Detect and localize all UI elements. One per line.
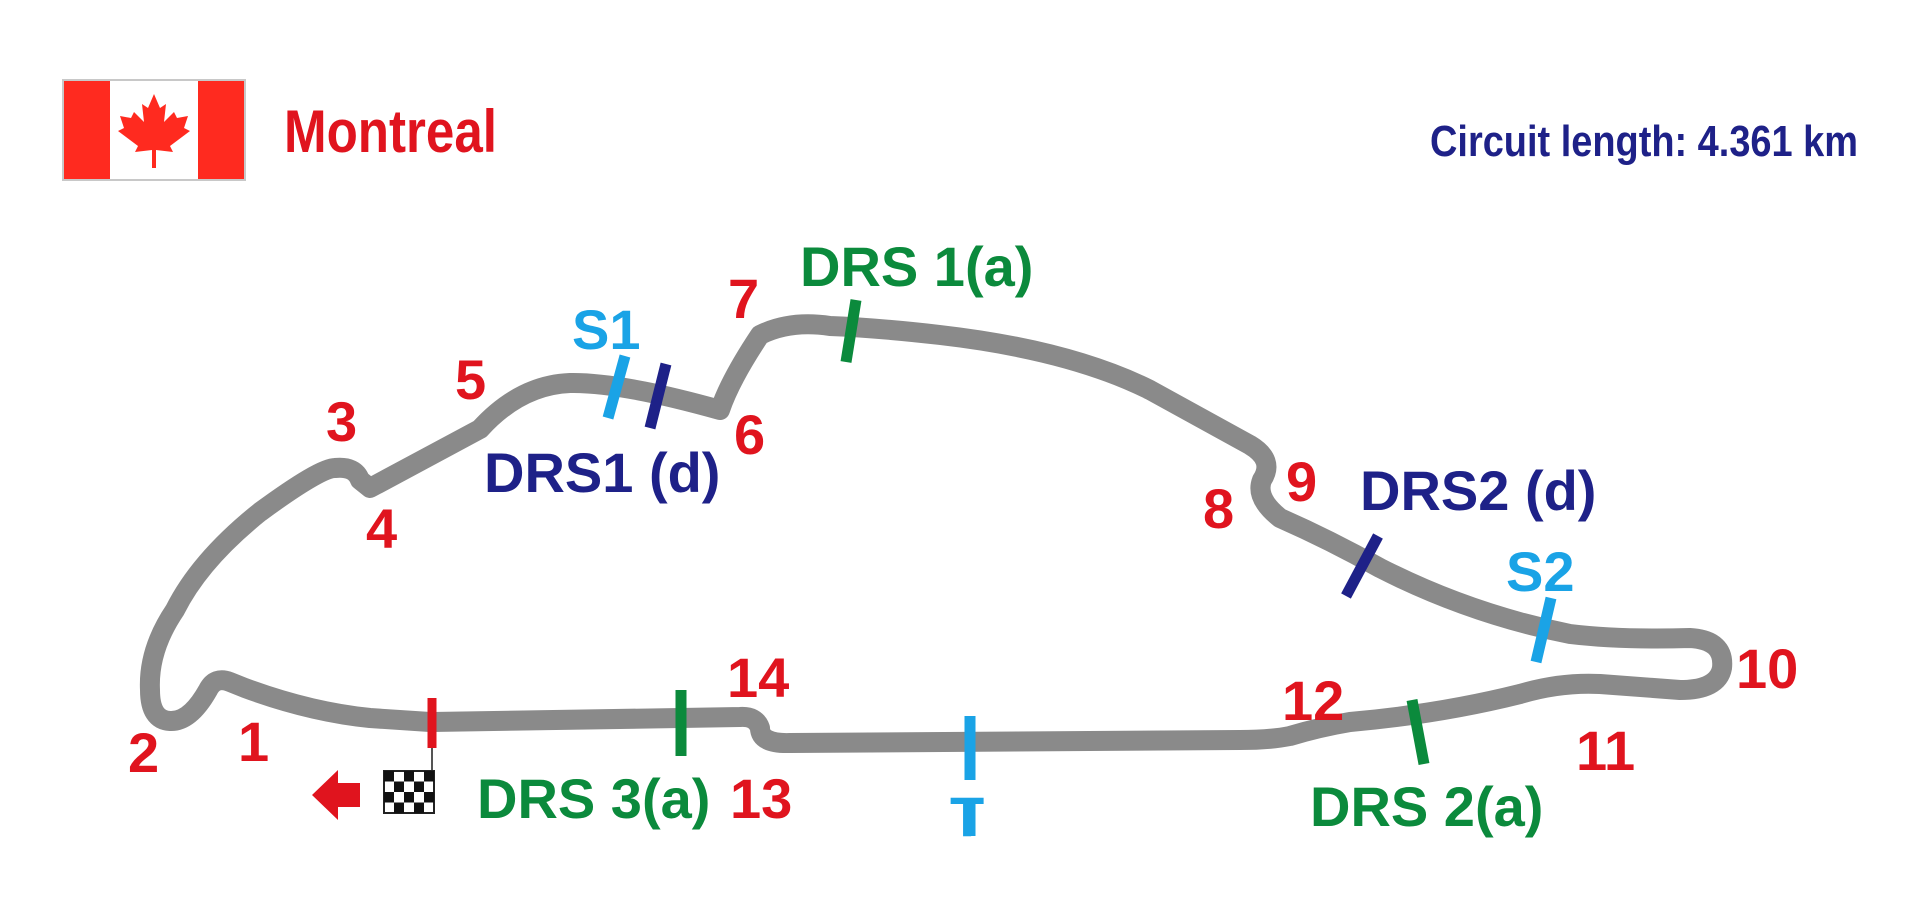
drs-3-activation-label: DRS 3(a) bbox=[477, 767, 710, 830]
canada-flag-icon bbox=[62, 79, 246, 181]
circuit-length-label: Circuit length: 4.361 km bbox=[1430, 117, 1858, 166]
turn-6-label: 6 bbox=[734, 403, 765, 466]
turn-9-label: 9 bbox=[1286, 450, 1317, 513]
turn-7-label: 7 bbox=[728, 267, 759, 330]
drs-1-detection-marker bbox=[644, 362, 672, 430]
drs-2-activation-marker bbox=[1406, 698, 1430, 766]
checkered-flag-icon bbox=[383, 770, 435, 814]
turn-14-label: 14 bbox=[727, 646, 789, 709]
sector-2-label: S2 bbox=[1506, 540, 1575, 603]
turn-11-label: 11 bbox=[1576, 719, 1635, 782]
sector-1-label: S1 bbox=[572, 298, 641, 361]
turn-5-label: 5 bbox=[455, 348, 486, 411]
turn-3-label: 3 bbox=[326, 390, 357, 453]
drs-2-activation-label: DRS 2(a) bbox=[1310, 775, 1543, 838]
speed-trap-label: T bbox=[950, 785, 984, 848]
sector-1-marker bbox=[602, 354, 631, 420]
drs-1-activation-label: DRS 1(a) bbox=[800, 235, 1033, 298]
drs-1-activation-marker bbox=[840, 299, 862, 363]
drs-2-detection-label: DRS2 (d) bbox=[1360, 459, 1596, 522]
turn-10-label: 10 bbox=[1736, 637, 1798, 700]
drs-1-detection-label: DRS1 (d) bbox=[484, 441, 720, 504]
city-title: Montreal bbox=[284, 98, 497, 165]
turn-13-label: 13 bbox=[730, 767, 792, 830]
direction-arrow-icon bbox=[312, 770, 360, 820]
turn-1-label: 1 bbox=[238, 710, 269, 773]
sector-2-marker bbox=[1530, 596, 1557, 664]
turn-8-label: 8 bbox=[1203, 477, 1234, 540]
turn-12-label: 12 bbox=[1282, 669, 1344, 732]
track-outline bbox=[139, 314, 1733, 754]
drs-2-detection-marker bbox=[1341, 533, 1383, 599]
turn-4-label: 4 bbox=[366, 497, 397, 560]
turn-2-label: 2 bbox=[128, 721, 159, 784]
